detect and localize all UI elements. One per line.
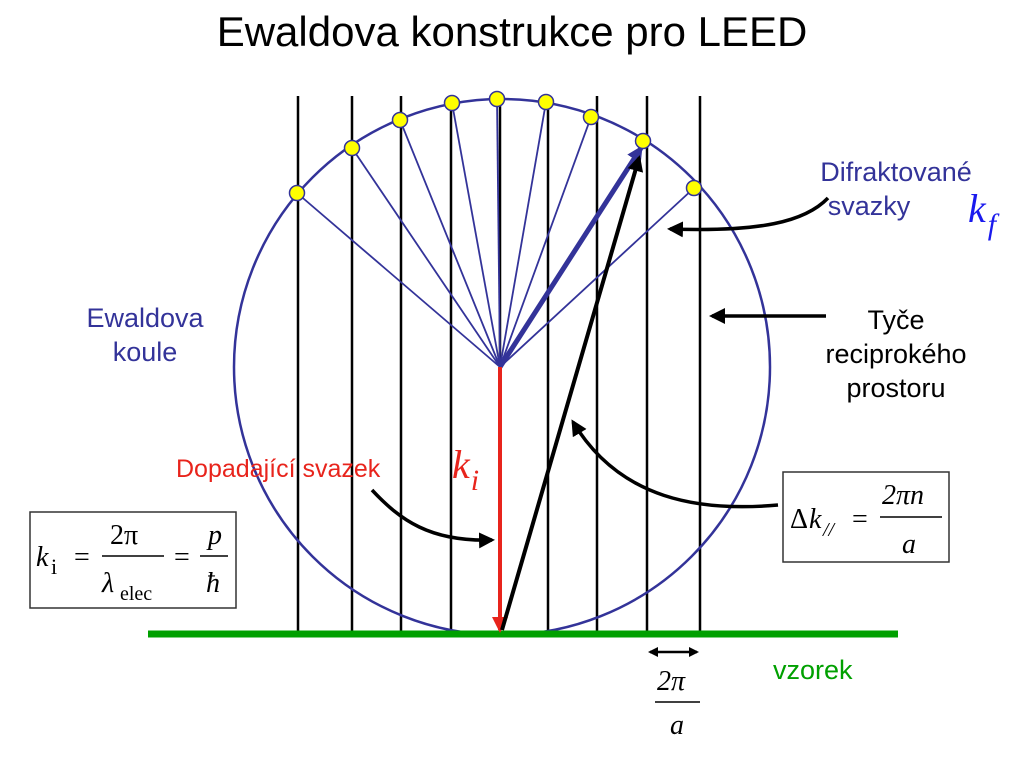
delta-k-vector bbox=[500, 155, 644, 631]
svg-text:2πn: 2πn bbox=[882, 480, 924, 511]
spot bbox=[343, 139, 361, 157]
svg-text:=: = bbox=[852, 504, 868, 535]
svg-text:k: k bbox=[809, 504, 822, 535]
delta-k-formula-box: Δ k // = 2πn a bbox=[782, 471, 950, 563]
spot bbox=[443, 94, 461, 112]
beam-line bbox=[499, 187, 695, 368]
spot bbox=[537, 93, 555, 111]
arrow-to-ki bbox=[370, 488, 495, 549]
rods-label: Tyče reciprokého prostoru bbox=[825, 305, 967, 403]
svg-text:a: a bbox=[670, 710, 684, 741]
sample-label: vzorek bbox=[773, 655, 853, 685]
svg-text://: // bbox=[822, 519, 837, 541]
spacing-formula: 2π a bbox=[655, 666, 700, 741]
spot bbox=[634, 132, 652, 150]
beam-line bbox=[399, 119, 501, 368]
incident-beam-label: Dopadající svazek bbox=[176, 455, 381, 483]
kf-vector bbox=[497, 145, 644, 369]
svg-text:elec: elec bbox=[120, 583, 152, 605]
svg-text:p: p bbox=[206, 520, 222, 551]
svg-text:=: = bbox=[74, 542, 90, 573]
spot bbox=[685, 179, 703, 197]
svg-text:=: = bbox=[174, 542, 190, 573]
diffracted-beams-label: Difraktované svazky bbox=[820, 157, 972, 221]
svg-text:i: i bbox=[51, 554, 57, 579]
svg-text:2π: 2π bbox=[657, 666, 686, 697]
svg-text:ħ: ħ bbox=[206, 568, 220, 599]
ki-formula-box: k i = 2π λ elec = p ħ bbox=[29, 511, 237, 609]
arrow-to-diffracted bbox=[667, 196, 830, 238]
beam-line bbox=[496, 98, 501, 368]
svg-text:λ: λ bbox=[101, 568, 114, 599]
svg-text:2π: 2π bbox=[110, 520, 138, 551]
svg-text:a: a bbox=[902, 529, 916, 560]
ewald-sphere-label: Ewaldova koule bbox=[86, 303, 204, 367]
beam-line bbox=[351, 147, 501, 368]
diffracted-beam-lines bbox=[296, 98, 695, 368]
arrow-to-delta-k bbox=[571, 419, 779, 509]
svg-text:Δ: Δ bbox=[790, 504, 808, 535]
spot bbox=[288, 184, 306, 202]
ki-symbol: ki bbox=[452, 442, 479, 497]
beam-line bbox=[451, 102, 501, 368]
beam-line bbox=[499, 101, 547, 368]
svg-text:k: k bbox=[36, 542, 49, 573]
spot bbox=[488, 90, 506, 108]
page-title: Ewaldova konstrukce pro LEED bbox=[216, 8, 808, 55]
diffraction-spots bbox=[288, 90, 703, 202]
beam-line bbox=[499, 116, 592, 368]
beam-line bbox=[296, 192, 501, 368]
spot bbox=[391, 111, 409, 129]
spot bbox=[582, 108, 600, 126]
